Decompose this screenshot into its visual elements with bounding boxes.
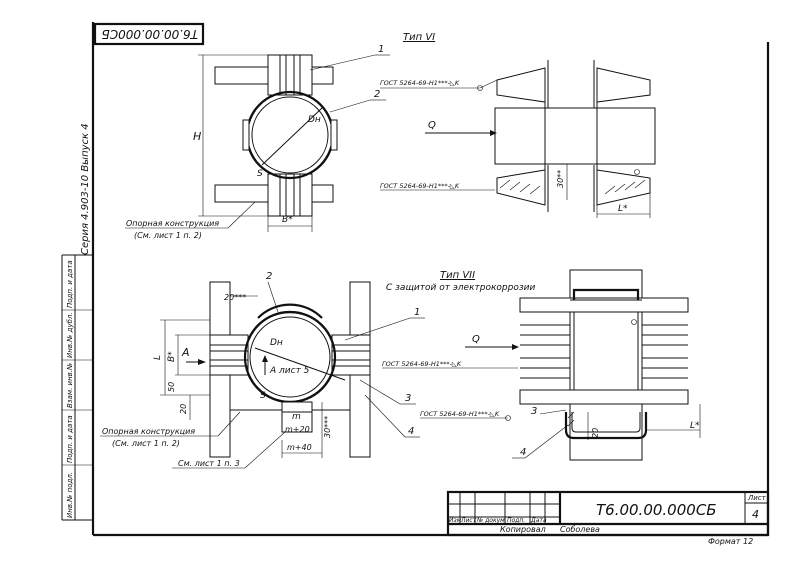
type6-callout-2: 2	[374, 89, 380, 100]
svg-text:Серия 4.903-10 Выпуск 4: Серия 4.903-10 Выпуск 4	[80, 123, 91, 255]
side-field: Подп. и дата	[66, 415, 74, 463]
col-doc: № докум.	[476, 517, 507, 524]
sheet-number: 4	[752, 508, 759, 521]
type7-front-view: Dн S А лист 5 А L B* 50 20 20*** 2 1 3	[100, 271, 425, 469]
type6-flow: Q	[428, 120, 436, 131]
type7-flow: Q	[472, 334, 480, 345]
rotated-doc-code: Т6.00.00.000СБ	[102, 27, 198, 41]
type7-dim-b: B*	[167, 351, 177, 362]
type7-see-ref: См. лист 1 п. 3	[178, 459, 240, 468]
type7-support-ref: (См. лист 1 п. 2)	[112, 439, 180, 448]
type7-weld-mid: ГОСТ 5264-69-Н1***-◺K	[382, 360, 462, 368]
side-field: Инв.№ подл.	[66, 472, 74, 518]
type7-dim-m: m	[292, 412, 301, 422]
sheet-frame	[61, 22, 770, 537]
side-field: Взам. инв.№	[66, 363, 74, 408]
sheet-label: Лист	[747, 494, 767, 502]
side-series-text: Серия 4.903-10 Выпуск 4	[80, 123, 91, 255]
side-fields: Инв.№ подл. Подп. и дата Взам. инв.№ Инв…	[66, 260, 74, 518]
type7-dim-20b: 20	[179, 404, 188, 414]
type7-callout-2: 2	[266, 271, 272, 282]
type6-dim-30: 30**	[556, 170, 565, 188]
type7-dim-20: 20***	[224, 293, 246, 302]
type7-callout-1: 1	[414, 307, 420, 318]
type7-callout-3: 3	[405, 393, 411, 404]
type7-dim-l: L*	[690, 421, 700, 431]
type6-dim-d: Dн	[308, 115, 321, 125]
type7-dim-30: 30***	[323, 416, 332, 438]
type7-view-a-ref: А лист 5	[269, 366, 310, 376]
doc-code: Т6.00.00.000СБ	[596, 501, 717, 519]
type7-dim-l: L	[153, 355, 163, 360]
copied-label: Копировал	[500, 525, 546, 534]
side-field: Подп. и дата	[66, 260, 74, 308]
type6-support-label: Опорная конструкция	[126, 219, 219, 228]
title-block: Изм Лист № докум. Подп. Дата Т6.00.00.00…	[446, 490, 770, 546]
copied-by: Соболева	[560, 525, 600, 534]
type7-callout-4b: 4	[520, 447, 526, 458]
format-label: Формат 12	[708, 537, 753, 546]
type7-dim-m40: m+40	[287, 443, 312, 452]
type6-dim-b: B*	[282, 215, 293, 225]
type7-subtitle: С защитой от электрокоррозии	[386, 283, 535, 293]
type7-dim-s: S	[260, 391, 266, 401]
col-sign: Подп.	[507, 517, 525, 524]
type6-side-view: Тип VI Q ГОСТ 5264-69-Н1***-◺K ГО	[380, 32, 656, 218]
type7-dim-m20: m+20	[285, 425, 310, 434]
type7-callout-4: 4	[408, 426, 414, 437]
type6-callout-1: 1	[378, 44, 384, 55]
type7-side-view: Тип VII С защитой от электрокоррозии Q Г…	[382, 269, 701, 461]
type7-support-label: Опорная конструкция	[102, 427, 195, 436]
col-list: Лист	[460, 517, 477, 524]
type6-dim-s: S	[257, 169, 263, 179]
type7-view-a: А	[181, 346, 190, 359]
side-field: Инв.№ дубл.	[66, 312, 74, 358]
type6-support-ref: (См. лист 1 п. 2)	[134, 231, 202, 240]
type6-dim-h: H	[193, 130, 201, 143]
type6-dim-l: L*	[618, 204, 628, 214]
col-izm: Изм	[449, 517, 462, 524]
rotated-doc-stamp: Т6.00.00.000СБ	[93, 22, 205, 46]
type7-callout-3b: 3	[531, 406, 537, 417]
col-date: Дата	[530, 517, 547, 524]
type7-dim-20c: 20	[591, 428, 600, 438]
type6-front-view: Dн S H B* 1 2 Опорная конструкция (См. л…	[125, 44, 390, 240]
type6-title: Тип VI	[403, 32, 435, 43]
type6-weld-bottom: ГОСТ 5264-69-Н1***-◺K	[380, 182, 460, 190]
type6-weld-top: ГОСТ 5264-69-Н1***-◺K	[380, 79, 460, 87]
type7-dim-d: Dн	[270, 338, 283, 348]
type7-dim-50: 50	[167, 382, 176, 392]
type7-weld-bottom: ГОСТ 5264-69-Н1***-◺K	[420, 410, 500, 418]
type7-title: Тип VII	[440, 270, 475, 281]
